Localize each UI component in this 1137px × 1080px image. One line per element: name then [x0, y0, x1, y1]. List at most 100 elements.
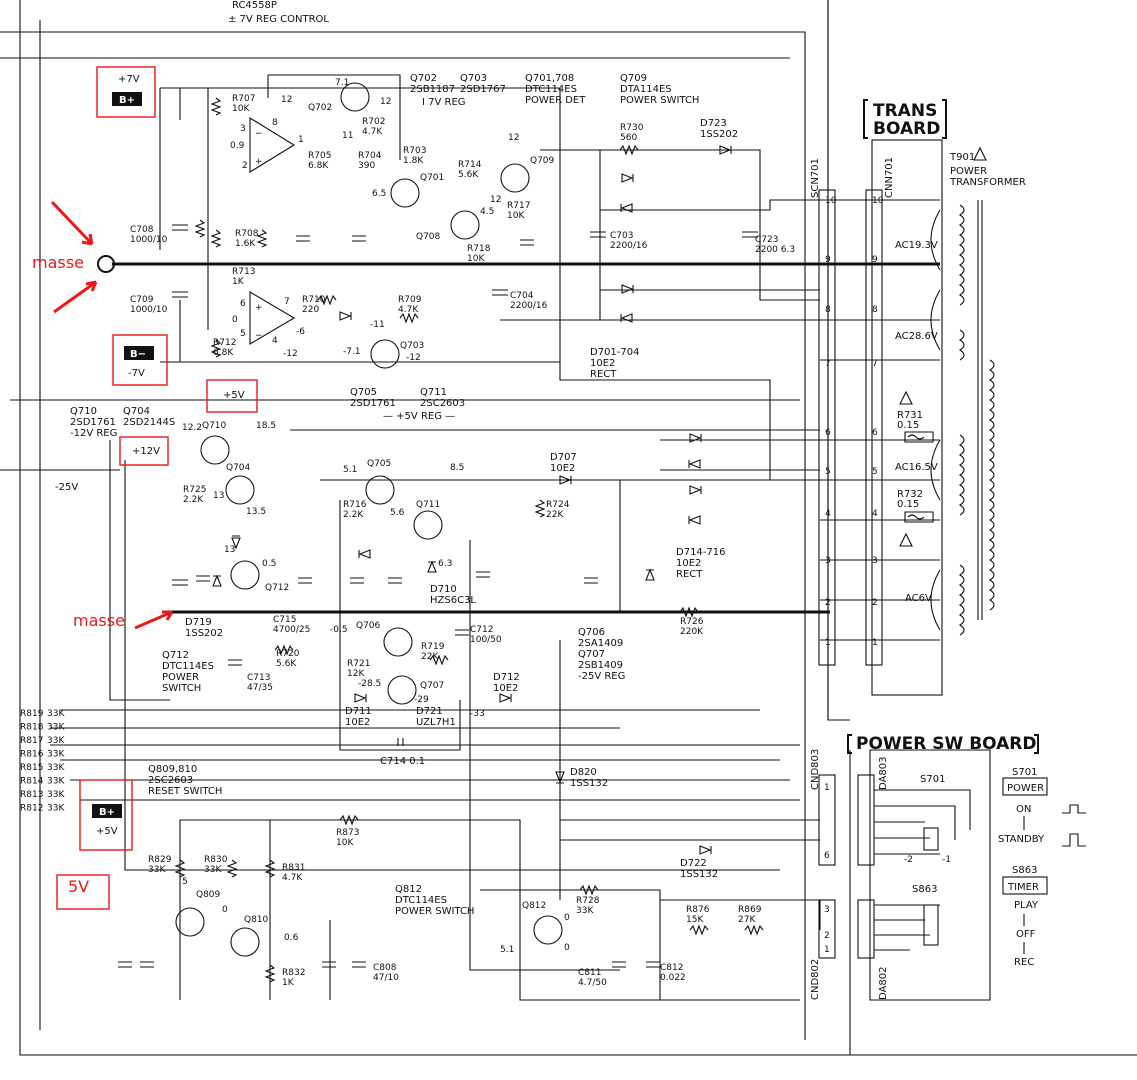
op-amp-lower: +− 7-6 60 54 -12 — [232, 291, 305, 359]
power-sw-board-brackets — [847, 734, 1039, 754]
connector-pin-number: 8 — [872, 305, 878, 315]
svg-text:+: + — [255, 157, 263, 167]
red-annotations — [50, 66, 258, 910]
svg-text:Q703: Q703 — [400, 341, 424, 351]
svg-text:-29: -29 — [414, 695, 429, 705]
svg-text:0: 0 — [222, 905, 228, 915]
component-ref: C713 — [247, 673, 270, 683]
left-resistor-ref: R814 — [20, 777, 44, 787]
svg-text:13: 13 — [224, 545, 235, 555]
bplus-badge-2 — [92, 804, 122, 818]
component-value: 4700/25 — [273, 625, 310, 635]
transformer-warning-icon — [973, 146, 987, 161]
connector-pin-number: 5 — [872, 467, 878, 477]
component-value: 4.7K — [398, 305, 419, 315]
part-group-label: HZS6C3L — [430, 595, 476, 606]
component-ref: R718 — [467, 244, 491, 254]
component-value: 10K — [507, 211, 525, 221]
svg-text:0: 0 — [232, 315, 238, 325]
component-ref: R710 — [302, 295, 326, 305]
component-ref: C812 — [660, 963, 683, 973]
left-resistor-value: 33K — [47, 750, 65, 760]
component-ref: R728 — [576, 896, 600, 906]
svg-text:12: 12 — [508, 133, 519, 143]
svg-text:8: 8 — [272, 118, 278, 128]
svg-text:Q710: Q710 — [202, 421, 227, 431]
svg-text:-12: -12 — [406, 353, 421, 363]
component-ref: R830 — [204, 855, 228, 865]
component-value: 220K — [680, 627, 704, 637]
svg-text:6: 6 — [240, 299, 246, 309]
s701-pin-a: -2 — [904, 855, 913, 865]
svg-text:-12: -12 — [283, 349, 298, 359]
ac-label-4: AC6V — [905, 593, 932, 604]
component-value: 1.8K — [403, 156, 424, 166]
masse-label-bottom: masse — [73, 611, 125, 630]
svg-text:-0.5: -0.5 — [330, 625, 348, 635]
power-sw-pin-labels-5: 1 — [824, 945, 830, 955]
svg-text:5.6: 5.6 — [390, 508, 405, 518]
svg-text:3: 3 — [240, 124, 246, 134]
connector-pin-number: 1 — [872, 638, 878, 648]
transformer-name-1: POWER — [950, 166, 987, 177]
s863-play: PLAY — [1014, 900, 1039, 911]
svg-text:Q701: Q701 — [420, 173, 444, 183]
part-group-label: — +5V REG — — [383, 411, 455, 422]
fuse-r731-symbol — [904, 431, 934, 443]
svg-text:2: 2 — [242, 161, 248, 171]
component-ref: R707 — [232, 94, 255, 104]
fuse-r731-val: 0.15 — [897, 420, 919, 431]
component-ref: C704 — [510, 291, 534, 301]
part-group-label: D712 — [493, 672, 520, 683]
component-value: 5.6K — [276, 659, 297, 669]
part-group-label: -25V REG — [578, 671, 625, 682]
part-group-label: POWER DET — [525, 95, 586, 106]
s701-on: ON — [1016, 804, 1031, 815]
part-group-label: 2SC2603 — [148, 775, 193, 786]
part-group-label: 2SD1767 — [460, 84, 506, 95]
s863-off: OFF — [1016, 929, 1036, 940]
part-group-label: SWITCH — [162, 683, 201, 694]
svg-text:13.5: 13.5 — [246, 507, 266, 517]
part-group-label: D714-716 — [676, 547, 725, 558]
part-group-label: 2SA1409 — [578, 638, 623, 649]
part-group-label: POWER SWITCH — [620, 95, 699, 106]
power-transformer-coil — [930, 200, 995, 636]
svg-text:7: 7 — [284, 297, 290, 307]
s863-label: TIMER — [1007, 882, 1039, 893]
svg-text:-11: -11 — [370, 320, 385, 330]
part-group-label: Q705 — [350, 387, 377, 398]
part-group-label: C714 0.1 — [380, 756, 425, 767]
component-value: 27K — [738, 915, 756, 925]
trans-board-title-2: BOARD — [873, 119, 940, 139]
svg-text:Q711: Q711 — [416, 500, 440, 510]
component-ref: C709 — [130, 295, 154, 305]
svg-text:13: 13 — [213, 491, 224, 501]
minus25-label: -25V — [55, 482, 78, 493]
left-resistor-value: 33K — [47, 763, 65, 773]
component-value: 47/35 — [247, 683, 273, 693]
part-group-label: POWER SWITCH — [395, 906, 474, 917]
part-group-label: DTC114ES — [525, 84, 577, 95]
left-resistor-value: 33K — [47, 804, 65, 814]
svg-text:0.6: 0.6 — [284, 933, 299, 943]
svg-text:Q812: Q812 — [522, 901, 546, 911]
component-value: 1K — [232, 277, 245, 287]
part-group-label: Q704 — [123, 406, 150, 417]
component-ref: R832 — [282, 968, 305, 978]
s701-standby: STANDBY — [998, 834, 1045, 845]
left-resistor-ref: R812 — [20, 804, 43, 814]
svg-text:Q706: Q706 — [356, 621, 381, 631]
svg-text:−: − — [255, 129, 263, 139]
svg-text:6.3: 6.3 — [438, 559, 452, 569]
part-group-label: 10E2 — [590, 358, 615, 369]
svg-text:12: 12 — [490, 195, 501, 205]
part-group-label: Q706 — [578, 627, 605, 638]
left-resistor-ref: R819 — [20, 709, 44, 719]
cnd802-label: CND802 — [810, 959, 821, 1000]
component-value: 33K — [148, 865, 166, 875]
left-resistor-ref: R815 — [20, 763, 43, 773]
scn701-label: SCN701 — [810, 158, 821, 198]
